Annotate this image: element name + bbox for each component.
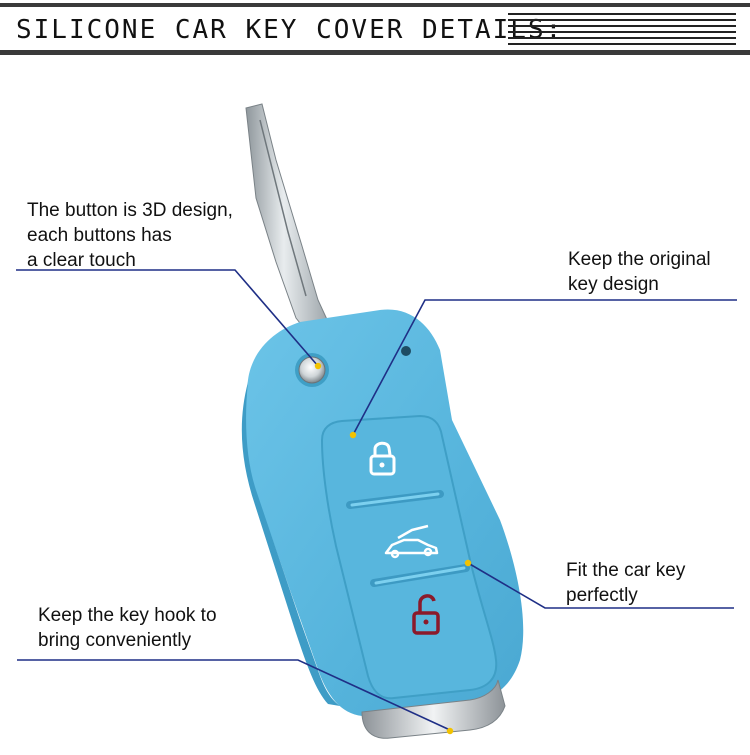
callout-key-hook: Keep the key hook to bring conveniently: [38, 603, 217, 653]
callout-line: each buttons has: [27, 225, 172, 246]
callout-line: Keep the original: [568, 249, 711, 270]
header-top-bar: [0, 3, 750, 7]
header-decorative-lines: [508, 13, 736, 47]
callout-line: Fit the car key: [566, 560, 686, 581]
key-blade: [245, 103, 331, 339]
button-panel: [320, 414, 498, 700]
unlock-icon: [412, 594, 440, 635]
header-bottom-bar: [0, 50, 750, 55]
leader-line-fit-key: [467, 562, 734, 609]
callout-line: perfectly: [566, 585, 638, 606]
callout-dots: [314, 362, 472, 735]
callout-line: Keep the key hook to: [38, 605, 217, 626]
callout-line: key design: [568, 274, 659, 295]
dot-original-design: [349, 431, 357, 439]
page-title: SILICONE CAR KEY COVER DETAILS:: [16, 15, 564, 45]
leader-line-key-hook: [17, 659, 451, 731]
header: SILICONE CAR KEY COVER DETAILS:: [0, 0, 750, 58]
dot-key-hook: [446, 727, 454, 735]
callout-original-design: Keep the original key design: [568, 247, 711, 297]
car-trunk-icon: [384, 524, 439, 559]
callout-line: bring conveniently: [38, 630, 192, 651]
dot-button-design: [314, 362, 322, 370]
callout-fit-key: Fit the car key perfectly: [566, 558, 685, 608]
lock-icon: [369, 441, 396, 476]
callout-button-design: The button is 3D design, each buttons ha…: [27, 198, 233, 273]
dot-fit-key: [464, 559, 472, 567]
callout-line: a clear touch: [27, 250, 136, 271]
leader-line-button-design: [16, 269, 319, 367]
leader-line-original-design: [353, 299, 737, 434]
callout-line: The button is 3D design,: [27, 200, 233, 221]
leader-lines: [16, 269, 737, 731]
